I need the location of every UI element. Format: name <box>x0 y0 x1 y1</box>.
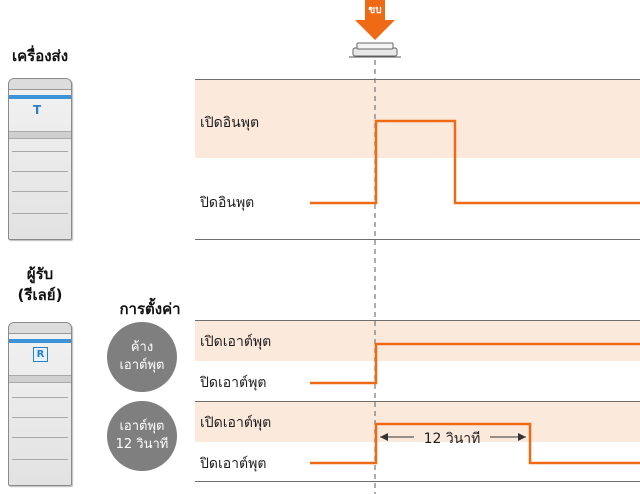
latch-on-band <box>195 321 640 361</box>
input-on-label: เปิดอินพุต <box>200 115 260 131</box>
timed-on-label: เปิดเอาต์พุต <box>200 415 272 431</box>
divider-top <box>195 79 640 80</box>
settings-title: การตั้งค่า <box>119 300 181 318</box>
mode-latch-line2: เอาต์พุต <box>119 358 165 373</box>
sender-title: เครื่องส่ง <box>11 47 69 65</box>
mode-latch-line1: ค้าง <box>130 340 154 355</box>
receiver-device: R <box>8 322 72 486</box>
latch-on-label: เปิดเอาต์พุต <box>200 334 272 350</box>
input-on-band <box>195 80 640 158</box>
mode-badge-timed: เอาต์พุต 12 วินาที <box>107 401 177 471</box>
relay-icon: R <box>33 347 48 362</box>
divider-output-middle <box>195 401 640 402</box>
push-arrow-icon <box>349 0 401 58</box>
divider-input-bottom <box>195 239 640 240</box>
timed-on-band <box>195 402 640 442</box>
divider-bottom <box>195 481 640 482</box>
sender-device: T <box>8 78 72 240</box>
mode-timed-line1: เอาต์พุต <box>119 419 165 434</box>
divider-output-top <box>195 320 640 321</box>
transmitter-icon: T <box>33 103 42 117</box>
receiver-title-line2: (รีเลย์) <box>17 286 63 304</box>
receiver-title-line1: ผู้รับ <box>26 265 54 283</box>
input-off-label: ปิดอินพุต <box>200 195 255 211</box>
mode-timed-line2: 12 วินาที <box>115 437 169 452</box>
duration-label: 12 วินาที <box>423 431 481 447</box>
push-label: ขบ <box>368 5 382 16</box>
mode-badge-latch: ค้าง เอาต์พุต <box>107 322 177 392</box>
latch-off-label: ปิดเอาต์พุต <box>200 375 267 391</box>
timed-off-label: ปิดเอาต์พุต <box>200 456 267 472</box>
